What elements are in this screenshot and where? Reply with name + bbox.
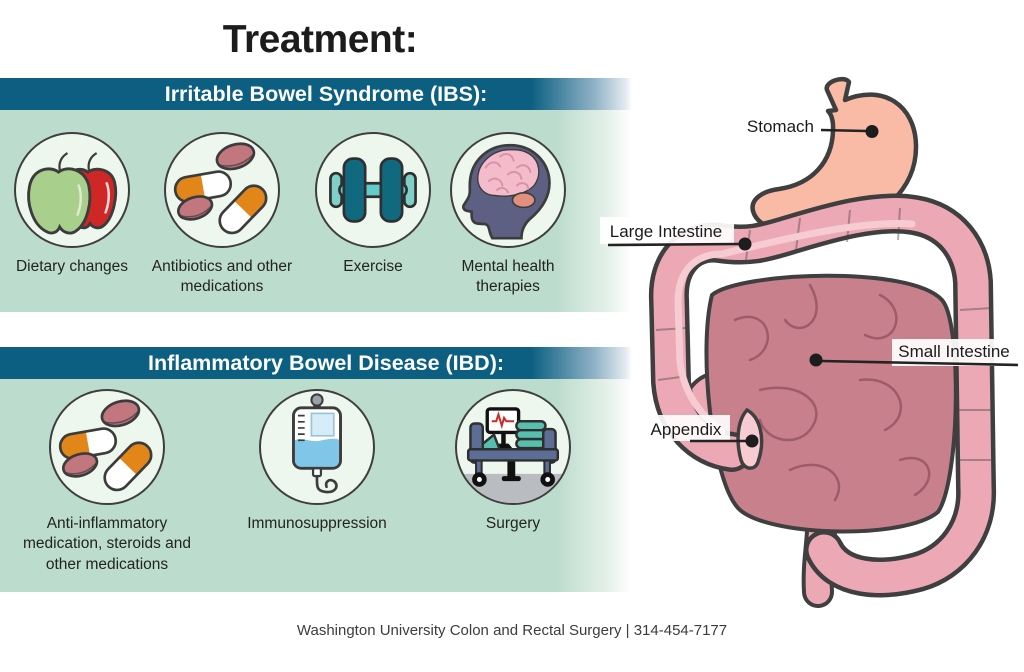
page-title: Treatment:: [222, 18, 418, 61]
treatment-item-dietary-changes: Dietary changes: [0, 132, 147, 277]
svg-text:Large Intestine: Large Intestine: [610, 222, 722, 241]
appendix-label: Appendix: [642, 415, 759, 448]
footer-text: Washington University Colon and Rectal S…: [296, 622, 728, 639]
svg-text:Appendix: Appendix: [651, 420, 722, 439]
svg-text:Stomach: Stomach: [747, 117, 814, 136]
treatment-label: Antibiotics and other medications: [151, 258, 293, 296]
stomach-label: Stomach: [747, 117, 879, 138]
dumbbell-icon: [315, 132, 431, 248]
ibs-section-heading: Irritable Bowel Syndrome (IBS):: [164, 82, 488, 106]
ibs-section-panel: Dietary changes Antibiotics and other me…: [0, 110, 632, 312]
treatment-label: Anti-inflammatory medication, steroids a…: [22, 515, 191, 573]
brain-head-icon: [450, 132, 566, 248]
apples-icon: [14, 132, 130, 248]
large-intestine-leader-line: [607, 242, 740, 247]
stomach-leader-line: [820, 128, 867, 133]
svg-text:Small Intestine: Small Intestine: [898, 342, 1010, 361]
small-intestine-leader-line: [821, 359, 1019, 367]
ibd-section-panel: Anti-inflammatory medication, steroids a…: [0, 379, 632, 592]
ibs-section-header: Irritable Bowel Syndrome (IBS):: [0, 78, 632, 110]
treatment-label: Surgery: [485, 515, 541, 532]
appendix-dot: [745, 434, 759, 448]
stomach-dot: [865, 125, 879, 138]
small-intestine-dot: [809, 353, 823, 367]
pills-icon: [164, 132, 280, 248]
hospital-bed-icon: [455, 389, 571, 505]
treatment-item-immunosuppression: Immunosuppression: [227, 389, 407, 534]
treatment-label: Immunosuppression: [247, 515, 387, 532]
treatment-item-exercise: Exercise: [298, 132, 448, 277]
large-intestine-dot: [738, 237, 752, 251]
ibd-section-header: Inflammatory Bowel Disease (IBD):: [0, 347, 632, 379]
treatment-item-surgery: Surgery: [423, 389, 603, 534]
treatment-label: Exercise: [343, 258, 403, 275]
treatment-label: Mental health therapies: [461, 258, 555, 296]
small-intestine-label: Small Intestine: [809, 339, 1019, 367]
treatment-label: Dietary changes: [15, 258, 128, 275]
iv-drip-icon: [259, 389, 375, 505]
ibd-section-heading: Inflammatory Bowel Disease (IBD):: [147, 351, 505, 375]
pills-icon: [49, 389, 165, 505]
treatment-item-anti-inflammatory: Anti-inflammatory medication, steroids a…: [17, 389, 197, 575]
small-intestine-shape: [704, 273, 958, 534]
digestive-system-illustration: Stomach Large Intestine Small Intestine …: [600, 76, 1019, 608]
large-intestine-label: Large Intestine: [600, 217, 752, 251]
treatment-item-mental-health: Mental health therapies: [443, 132, 573, 298]
treatment-item-antibiotics: Antibiotics and other medications: [147, 132, 297, 298]
